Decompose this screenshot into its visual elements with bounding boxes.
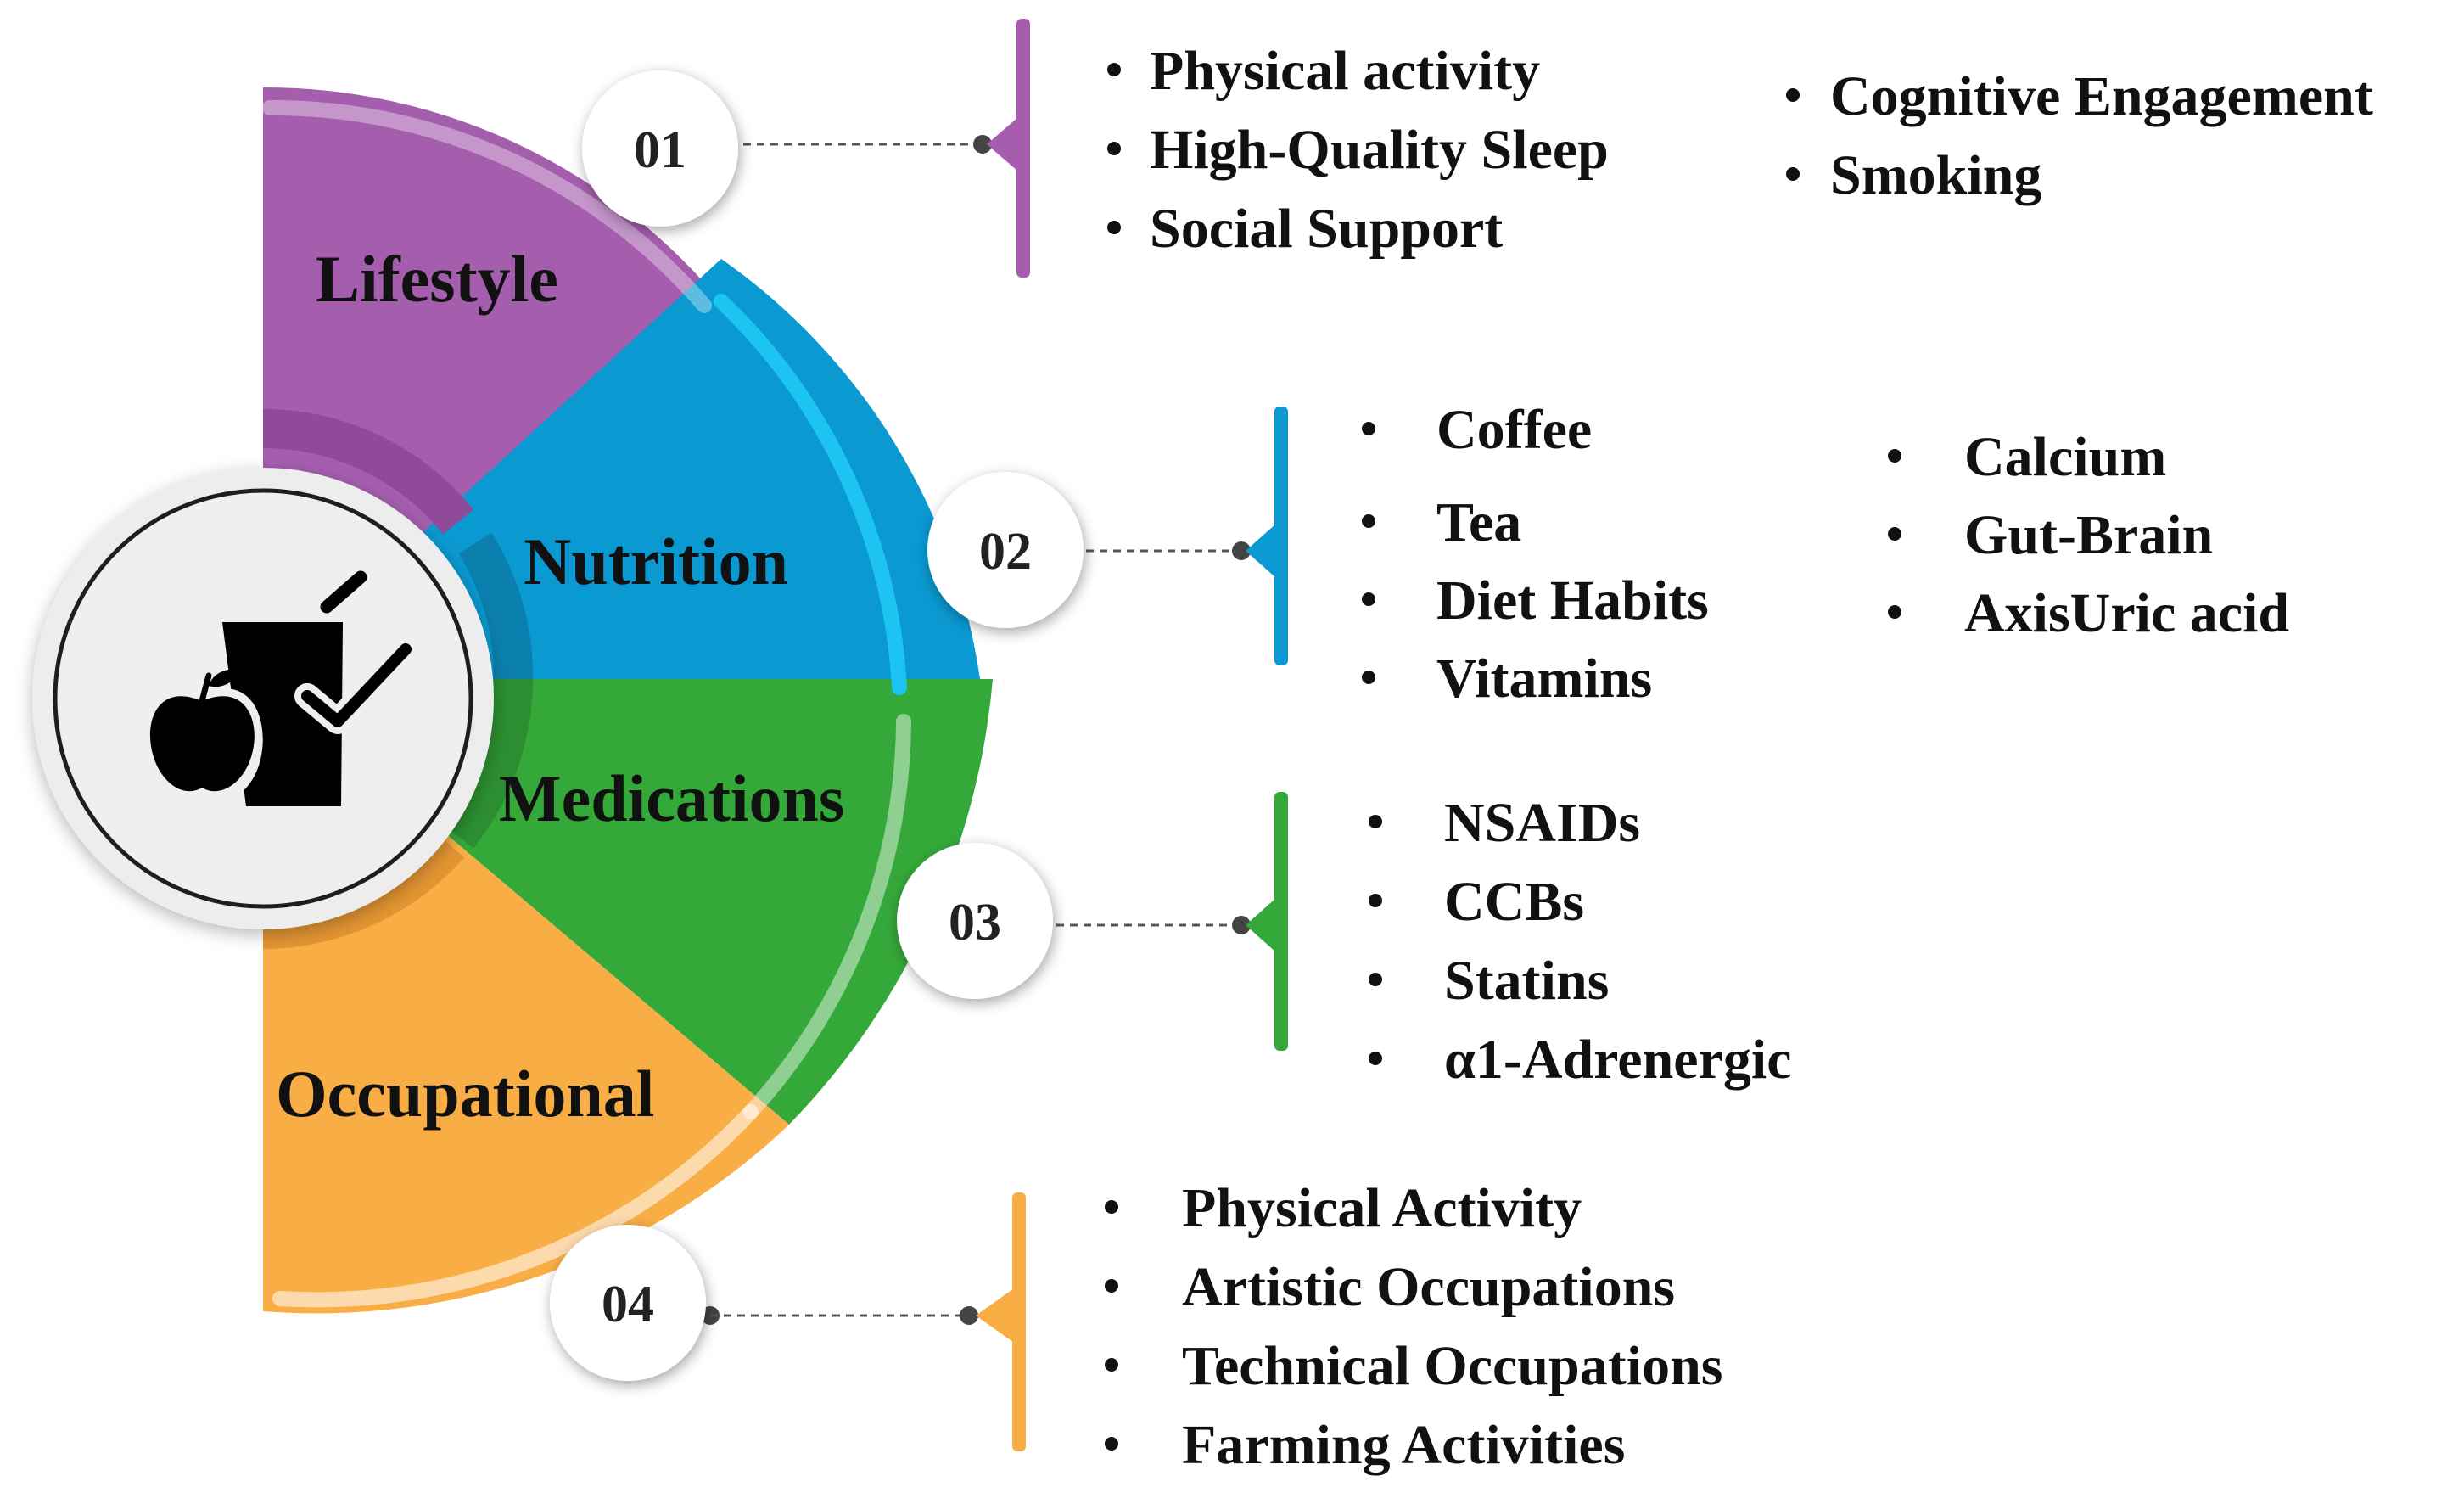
list-item: Physical Activity [1182, 1177, 1582, 1239]
list-item: Coffee [1436, 399, 1592, 461]
connector-04 [701, 1192, 1026, 1451]
number-04: 04 [602, 1276, 654, 1333]
lifestyle-items: Physical activity High-Quality Sleep Soc… [1107, 40, 2373, 260]
list-item: Statins [1444, 950, 1609, 1012]
connector-03 [1056, 792, 1288, 1051]
lifestyle-label: Lifestyle [316, 242, 558, 316]
list-item: Vitamins [1436, 648, 1652, 710]
list-item: AxisUric acid [1964, 582, 2289, 644]
list-item: NSAIDs [1444, 792, 1640, 854]
number-01: 01 [634, 121, 686, 179]
list-item: Gut-Brain [1964, 504, 2213, 566]
occupational-label: Occupational [276, 1057, 654, 1131]
diet-check-icon [137, 570, 418, 806]
list-item: α1-Adrenergic [1444, 1029, 1792, 1091]
list-item: CCBs [1444, 871, 1584, 933]
occupational-items: Physical Activity Artistic Occupations T… [1105, 1177, 1722, 1476]
number-badge-03: 03 [897, 843, 1053, 999]
list-item: Tea [1436, 491, 1521, 553]
nutrition-label: Nutrition [524, 525, 788, 598]
highlight-arcs [262, 99, 911, 1308]
medications-items: NSAIDs CCBs Statins α1-Adrenergic [1369, 792, 1792, 1091]
nutrition-items: Coffee Tea Diet Habits Vitamins Calcium … [1362, 399, 2289, 710]
list-item: Smoking [1830, 144, 2041, 206]
list-item: Artistic Occupations [1182, 1256, 1675, 1318]
list-item: Diet Habits [1436, 570, 1709, 631]
list-item: Physical activity [1150, 40, 1540, 102]
number-badge-02: 02 [927, 472, 1084, 628]
number-03: 03 [949, 894, 1001, 951]
center-hub [32, 468, 494, 929]
list-item: Technical Occupations [1182, 1335, 1722, 1397]
number-badge-01: 01 [582, 70, 738, 227]
number-02: 02 [979, 523, 1032, 581]
list-item: Farming Activities [1182, 1414, 1625, 1476]
list-item: Cognitive Engagement [1830, 65, 2373, 127]
medications-label: Medications [499, 761, 844, 835]
list-item: Social Support [1150, 198, 1503, 260]
connector-01 [743, 19, 1030, 278]
connector-02 [1086, 407, 1288, 665]
number-badge-04: 04 [550, 1225, 706, 1381]
list-item: High-Quality Sleep [1150, 119, 1609, 181]
list-item: Calcium [1964, 426, 2166, 488]
